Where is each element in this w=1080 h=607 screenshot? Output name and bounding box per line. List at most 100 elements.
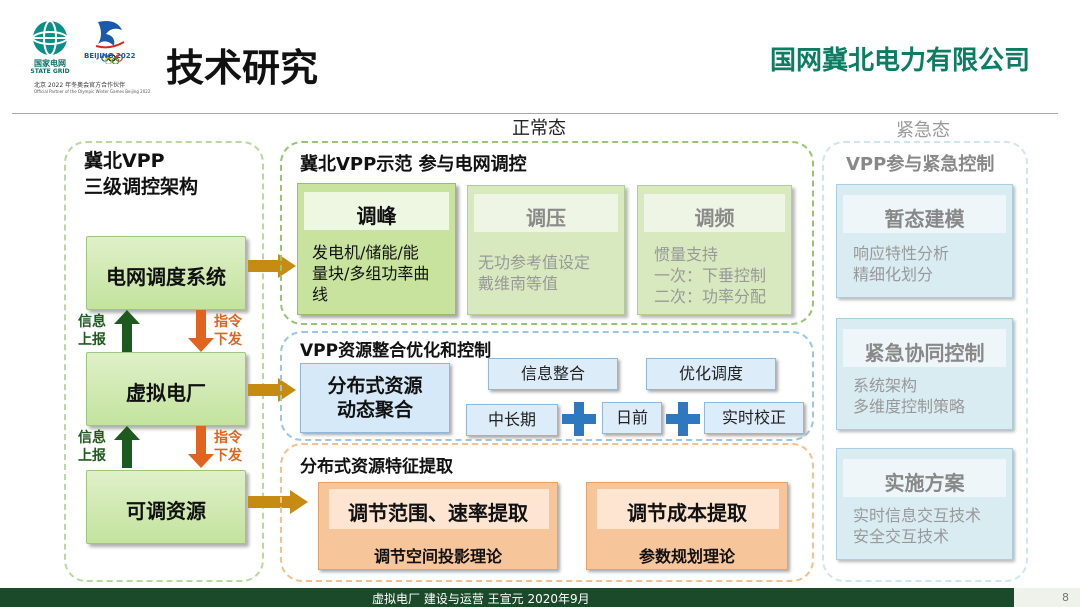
demo-section-frame bbox=[280, 141, 814, 325]
dynamic-aggregation-text: 分布式资源 动态聚合 bbox=[301, 374, 449, 422]
coordinated-control-title: 紧急协同控制 bbox=[864, 341, 985, 365]
implementation-title: 实施方案 bbox=[884, 471, 965, 495]
implementation-text: 实时信息交互技术 安全交互技术 bbox=[853, 505, 981, 547]
plus-icon-1 bbox=[562, 402, 596, 436]
arrow-right-icon-3 bbox=[248, 490, 308, 514]
olympic-emblem-icon bbox=[95, 21, 125, 64]
feature-section-frame bbox=[280, 443, 814, 582]
command-down-arrow-icon bbox=[188, 310, 214, 352]
partner-cn-text: 北京 2022 年冬奥会官方合作伙伴 bbox=[34, 82, 126, 89]
transient-modeling-line2: 精细化划分 bbox=[853, 265, 934, 284]
frequency-regulation-line3: 二次：功率分配 bbox=[654, 287, 767, 306]
transient-modeling-title-bg bbox=[843, 195, 1006, 233]
command-label-1-line2: 下发 bbox=[214, 332, 242, 348]
voltage-regulation-card: 调压 无功参考值设定 戴维南等值 bbox=[467, 185, 625, 315]
cost-extraction-subtitle: 参数规划理论 bbox=[638, 547, 735, 566]
command-label-1-line1: 指令 bbox=[214, 314, 242, 330]
range-rate-subtitle: 调节空间投影理论 bbox=[373, 547, 502, 566]
implementation-line1: 实时信息交互技术 bbox=[853, 506, 982, 525]
emergency-title: VPP参与紧急控制 bbox=[846, 154, 995, 175]
feature-section-title: 分布式资源特征提取 bbox=[300, 457, 453, 477]
frequency-regulation-card: 调频 惯量支持 一次：下垂控制 二次：功率分配 bbox=[637, 185, 792, 315]
command-label-2-line1: 指令 bbox=[214, 430, 242, 446]
company-name: 国网冀北电力有限公司 bbox=[770, 46, 1031, 76]
range-rate-title-bg bbox=[329, 489, 549, 529]
left-architecture-frame bbox=[64, 141, 264, 582]
arrow-right-icon-1 bbox=[248, 254, 296, 278]
cost-extraction-title-bg bbox=[597, 489, 779, 529]
arrow-right-icon-2 bbox=[248, 378, 296, 402]
partner-en-text: Official Partner of the Olympic Winter G… bbox=[34, 89, 151, 94]
optimal-dispatch-box: 优化调度 bbox=[646, 358, 776, 390]
virtual-plant-label: 虚拟电厂 bbox=[126, 381, 206, 405]
report-up-arrow-icon-2 bbox=[114, 426, 140, 468]
voltage-regulation-title-bg bbox=[474, 194, 618, 232]
footer-bar bbox=[0, 588, 1080, 607]
voltage-regulation-text: 无功参考值设定 戴维南等值 bbox=[478, 252, 590, 294]
architecture-title-line2: 三级调控架构 bbox=[84, 176, 199, 198]
coordinated-control-title-bg bbox=[843, 329, 1006, 367]
grid-dispatch-box: 电网调度系统 bbox=[86, 236, 246, 310]
voltage-regulation-title: 调压 bbox=[526, 206, 566, 230]
implementation-line2: 安全交互技术 bbox=[853, 527, 950, 546]
page-title: 技术研究 bbox=[166, 46, 319, 90]
voltage-regulation-line1: 无功参考值设定 bbox=[478, 253, 591, 272]
transient-modeling-title: 暂态建模 bbox=[884, 207, 965, 231]
report-up-arrow-icon bbox=[114, 310, 140, 352]
real-time-correction-box: 实时校正 bbox=[704, 402, 804, 434]
voltage-regulation-line2: 戴维南等值 bbox=[478, 274, 559, 293]
coordinated-control-text: 系统架构 多维度控制策略 bbox=[853, 375, 965, 417]
architecture-title-line1: 冀北VPP bbox=[84, 150, 165, 172]
cost-extraction-title: 调节成本提取 bbox=[627, 501, 747, 525]
day-ahead-box: 日前 bbox=[602, 402, 662, 434]
report-label-1-line1: 信息 bbox=[78, 314, 106, 330]
info-integration-box: 信息整合 bbox=[488, 358, 618, 390]
vpp-section-title: VPP资源整合优化和控制 bbox=[300, 341, 492, 361]
command-label-1: 指令 下发 bbox=[214, 313, 242, 349]
range-rate-title: 调节范围、速率提取 bbox=[348, 501, 528, 525]
report-label-2-line2: 上报 bbox=[78, 448, 106, 464]
command-label-2: 指令 下发 bbox=[214, 429, 242, 465]
dynamic-aggregation-line1: 分布式资源 bbox=[327, 375, 423, 397]
page-number: 8 bbox=[1062, 591, 1069, 604]
peak-shaving-line3: 线 bbox=[312, 285, 329, 304]
frequency-regulation-line1: 惯量支持 bbox=[654, 245, 719, 264]
dynamic-aggregation-box: 分布式资源 动态聚合 bbox=[300, 363, 450, 433]
report-label-1: 信息 上报 bbox=[78, 313, 106, 349]
report-label-2-line1: 信息 bbox=[78, 430, 106, 446]
peak-shaving-text: 发电机/储能/能 量块/多组功率曲 线 bbox=[312, 242, 429, 305]
adjustable-resource-label: 可调资源 bbox=[126, 499, 206, 523]
coordinated-control-card: 紧急协同控制 系统架构 多维度控制策略 bbox=[836, 318, 1013, 430]
implementation-title-bg bbox=[843, 459, 1006, 497]
peak-shaving-title-bg bbox=[304, 192, 449, 230]
coordinated-control-line1: 系统架构 bbox=[853, 376, 918, 395]
implementation-card: 实施方案 实时信息交互技术 安全交互技术 bbox=[836, 448, 1013, 560]
frequency-regulation-title: 调频 bbox=[694, 206, 735, 230]
cost-extraction-card: 调节成本提取 参数规划理论 bbox=[586, 482, 788, 570]
frequency-regulation-text: 惯量支持 一次：下垂控制 二次：功率分配 bbox=[654, 244, 766, 307]
range-rate-card: 调节范围、速率提取 调节空间投影理论 bbox=[318, 482, 558, 570]
demo-section-title: 冀北VPP示范 参与电网调控 bbox=[300, 154, 527, 175]
state-grid-logo-icon bbox=[32, 20, 68, 56]
report-label-2: 信息 上报 bbox=[78, 429, 106, 465]
emergency-state-label: 紧急态 bbox=[896, 120, 950, 141]
frequency-regulation-title-bg bbox=[644, 194, 785, 232]
virtual-plant-box: 虚拟电厂 bbox=[86, 352, 246, 426]
report-label-1-line2: 上报 bbox=[78, 332, 106, 348]
peak-shaving-card: 调峰 发电机/储能/能 量块/多组功率曲 线 bbox=[297, 183, 456, 315]
transient-modeling-line1: 响应特性分析 bbox=[853, 244, 950, 263]
frequency-regulation-line2: 一次：下垂控制 bbox=[654, 266, 767, 285]
emergency-frame bbox=[822, 141, 1028, 582]
long-term-box: 中长期 bbox=[466, 404, 558, 436]
footer-text: 虚拟电厂 建设与运营 王宣元 2020年9月 bbox=[372, 592, 590, 606]
olympic-text: BEIJING 2022 bbox=[84, 52, 136, 60]
plus-icon-2 bbox=[666, 402, 700, 436]
command-down-arrow-icon-2 bbox=[188, 426, 214, 468]
command-label-2-line2: 下发 bbox=[214, 448, 242, 464]
peak-shaving-line1: 发电机/储能/能 bbox=[312, 243, 419, 262]
peak-shaving-line2: 量块/多组功率曲 bbox=[312, 264, 430, 283]
architecture-title: 冀北VPP 三级调控架构 bbox=[84, 148, 198, 200]
adjustable-resource-box: 可调资源 bbox=[86, 470, 246, 544]
transient-modeling-text: 响应特性分析 精细化划分 bbox=[853, 243, 949, 285]
logo-cn-text: 国家电网 bbox=[34, 59, 66, 68]
